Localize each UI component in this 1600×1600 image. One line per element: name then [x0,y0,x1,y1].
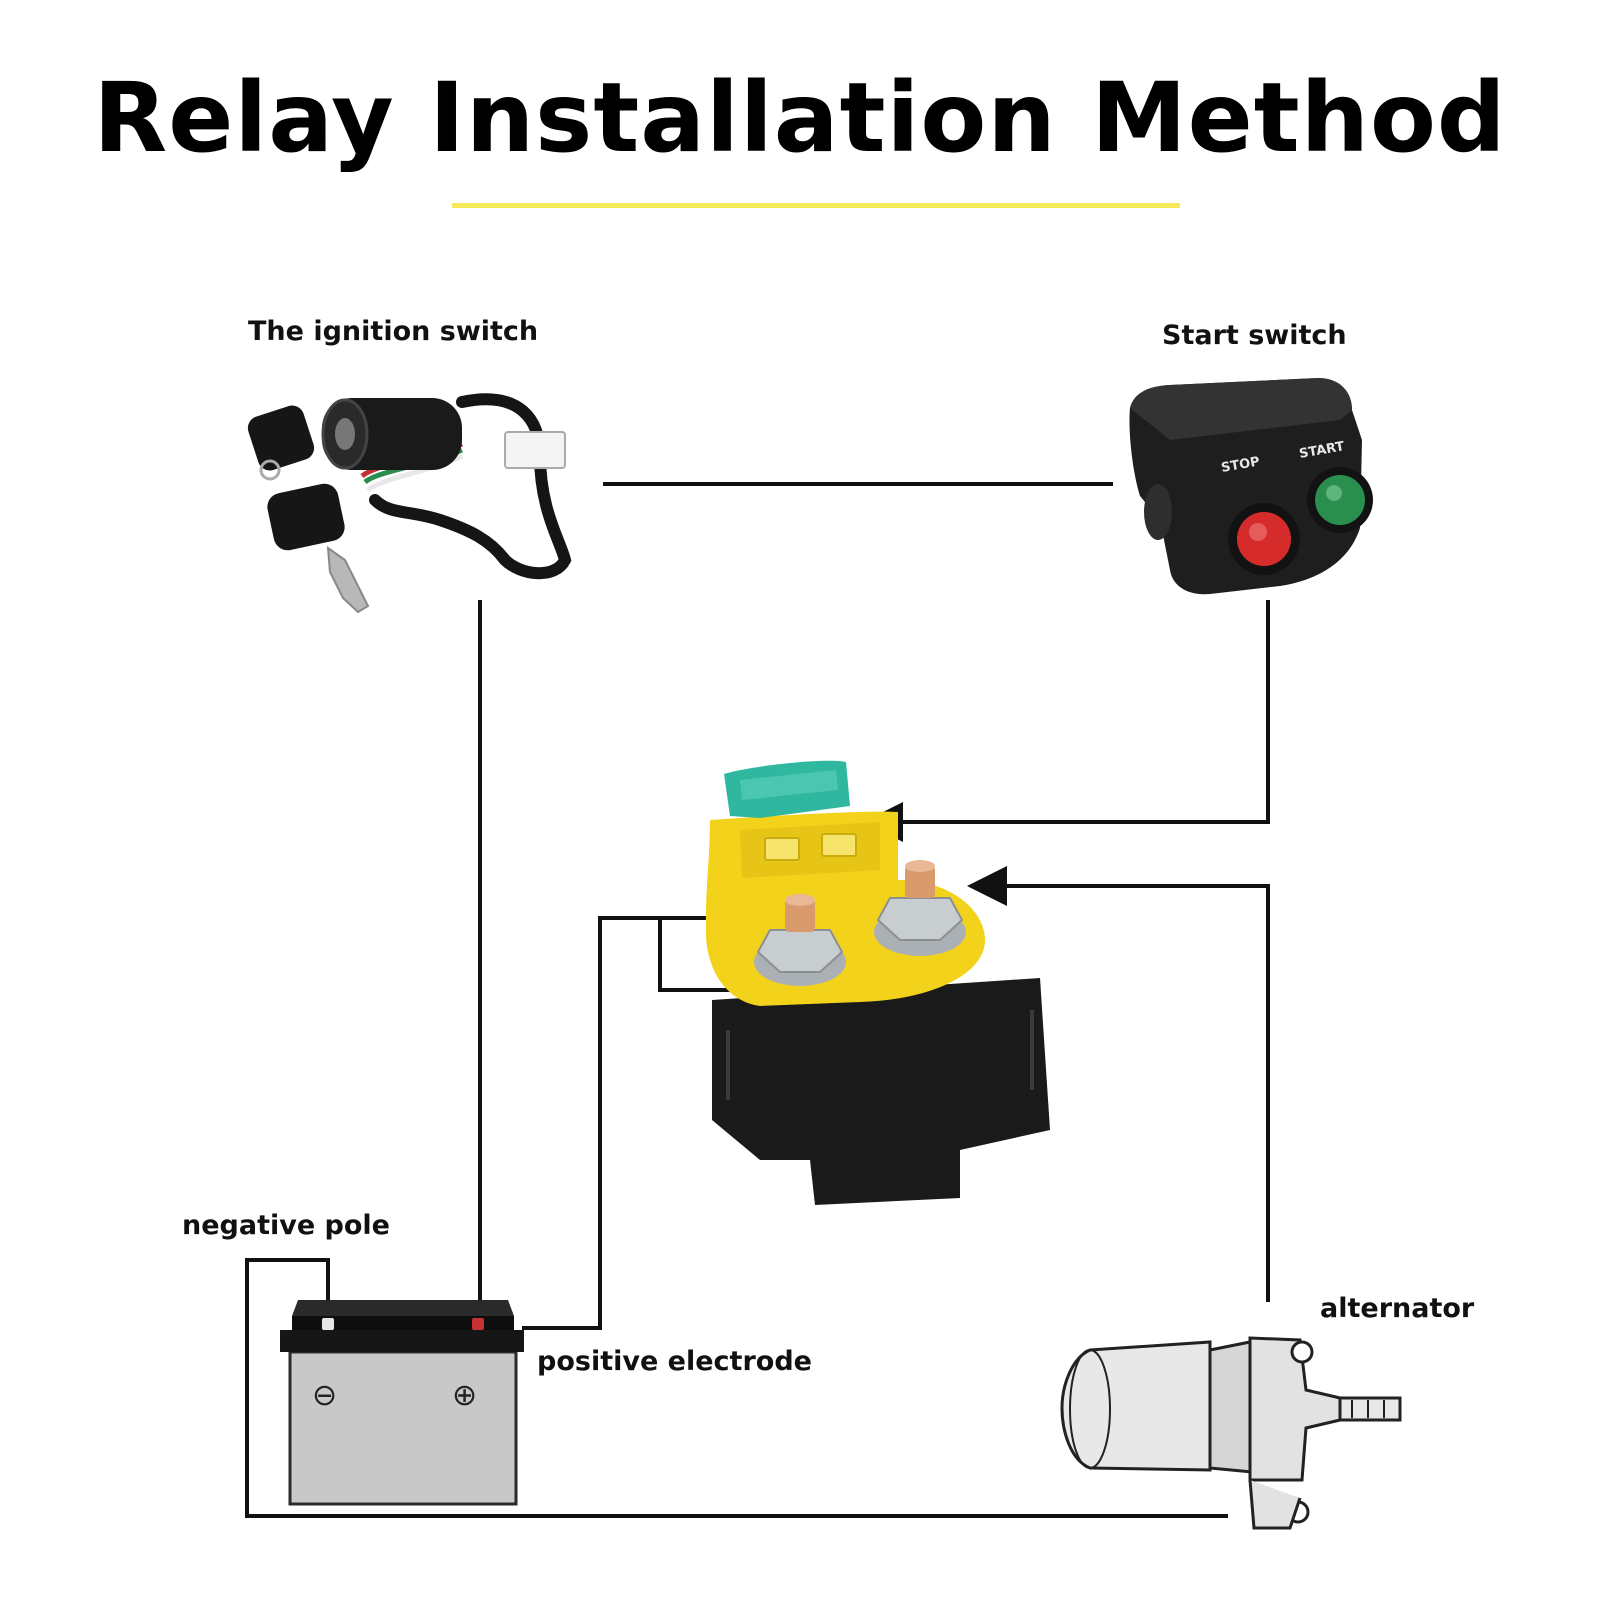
page-title: Relay Installation Method [93,62,1507,174]
relay-icon [705,760,1050,1205]
title-underline [452,203,1180,208]
wires [245,482,1270,1518]
ignition-switch-label: The ignition switch [248,316,539,347]
alternator-label: alternator [1320,1293,1475,1324]
start-switch-label: Start switch [1162,320,1347,351]
start-switch-icon: STOP START [1129,378,1373,595]
stop-text: STOP [1220,454,1261,476]
positive-electrode-label: positive electrode [537,1346,812,1377]
wire-ground-loop [245,1258,1228,1518]
wire-start-to-relay [863,600,1270,842]
negative-pole-label: negative pole [182,1210,390,1241]
relay-terminal-left [754,894,846,986]
alternator-icon [1060,1336,1402,1530]
relay-terminal-right [874,860,966,956]
battery-icon: ⊖ ⊕ [280,1300,524,1506]
battery-plus-sign: ⊕ [452,1378,477,1413]
wire-battery-positive-to-relay [522,898,773,1330]
ignition-switch-icon [247,393,572,614]
wire-alternator-to-relay [967,866,1270,1302]
battery-minus-sign: ⊖ [312,1378,337,1413]
